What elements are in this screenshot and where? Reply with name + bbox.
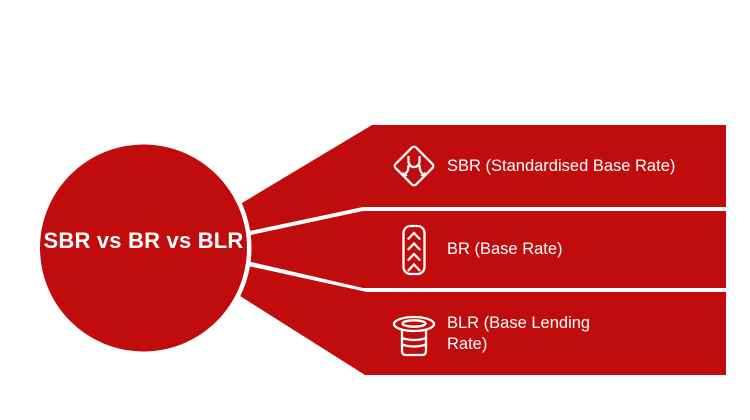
- band-label-br: BR (Base Rate): [447, 240, 563, 259]
- chevron-tread-icon: [384, 220, 444, 280]
- band-shape-blr: [240, 266, 726, 375]
- band-row-br: BR (Base Rate): [384, 211, 726, 288]
- u-yoke-diamond-icon: [384, 136, 444, 196]
- band-shape-sbr: [237, 125, 726, 232]
- band-label-blr: BLR (Base Lending Rate): [447, 314, 591, 353]
- band-label-sbr: SBR (Standardised Base Rate): [447, 156, 676, 175]
- band-shape-br: [246, 211, 726, 288]
- band-row-sbr: SBR (Standardised Base Rate): [384, 125, 726, 207]
- band-row-blr: BLR (Base Lending Rate): [384, 292, 726, 375]
- top-hat-icon: [384, 304, 444, 364]
- topic-circle: [40, 144, 247, 352]
